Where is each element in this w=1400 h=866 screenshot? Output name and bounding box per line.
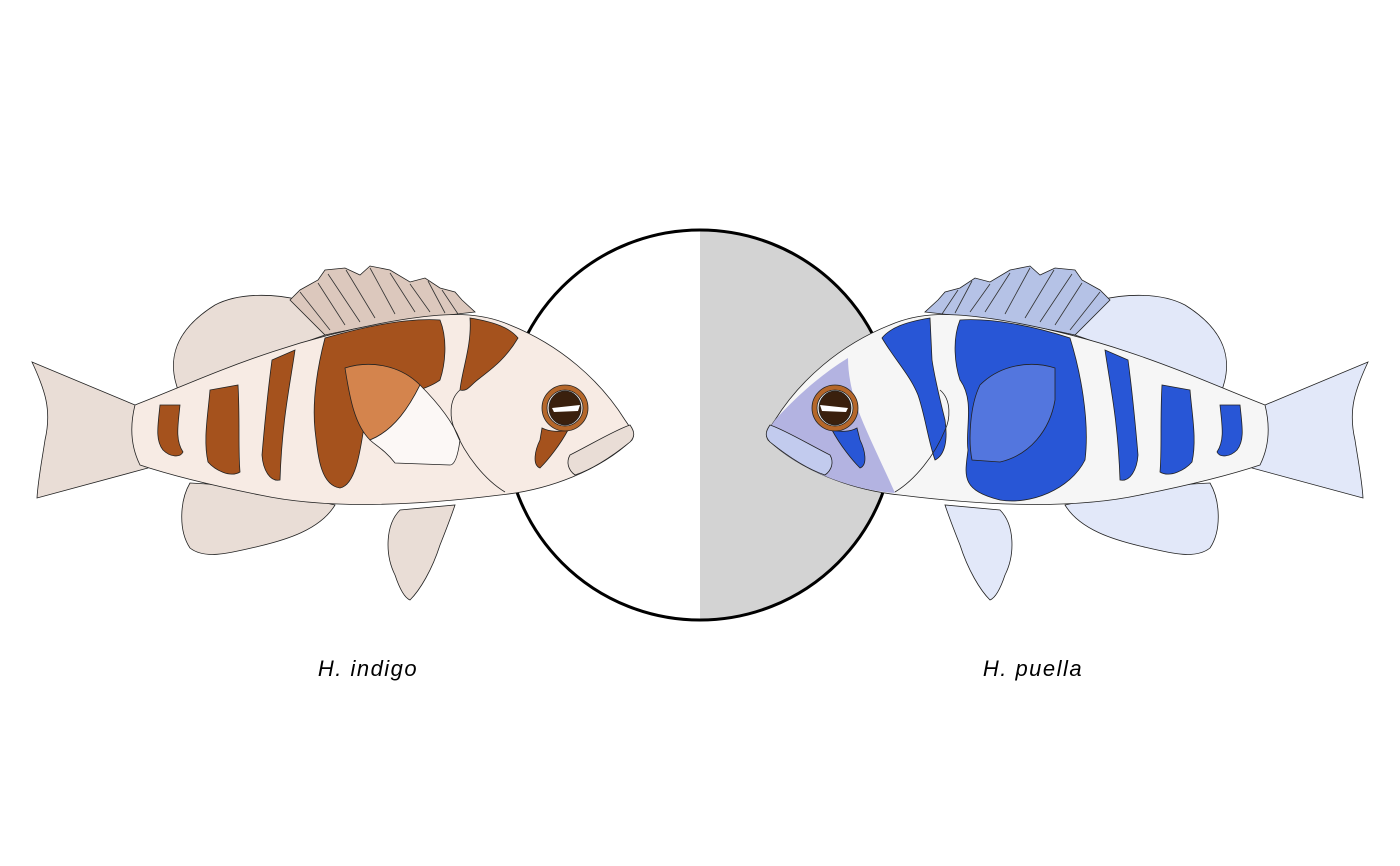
bar-nape (459, 317, 519, 391)
tail-fin (31, 361, 149, 499)
label-h-puella: H. puella (983, 656, 1083, 681)
mouth (765, 424, 833, 476)
gill-cover (369, 384, 461, 466)
dorsal-spines (941, 267, 1101, 331)
eye-glint (820, 405, 848, 412)
opercle-line (450, 389, 506, 493)
label-h-indigo: H. indigo (318, 656, 418, 681)
mouth (567, 424, 635, 476)
fish-h-puella (765, 265, 1369, 601)
bar-3 (1104, 349, 1139, 481)
bar-2 (205, 384, 241, 475)
cheek-bar (534, 427, 569, 469)
bar-3 (261, 349, 296, 481)
pelvic-fin (944, 504, 1013, 601)
bar-2 (1159, 384, 1195, 475)
pelvic-fin (387, 504, 456, 601)
bar-caudal (1216, 404, 1243, 457)
eye-glint (552, 405, 580, 412)
tail-fin (1251, 361, 1369, 499)
opercle-line (894, 389, 950, 493)
dorsal-spines (299, 267, 459, 331)
shoulder-patch (969, 363, 1056, 463)
cheek-bar (831, 427, 866, 469)
fish-h-indigo (31, 265, 635, 601)
bar-caudal (157, 404, 184, 457)
bar-nape (881, 317, 947, 461)
